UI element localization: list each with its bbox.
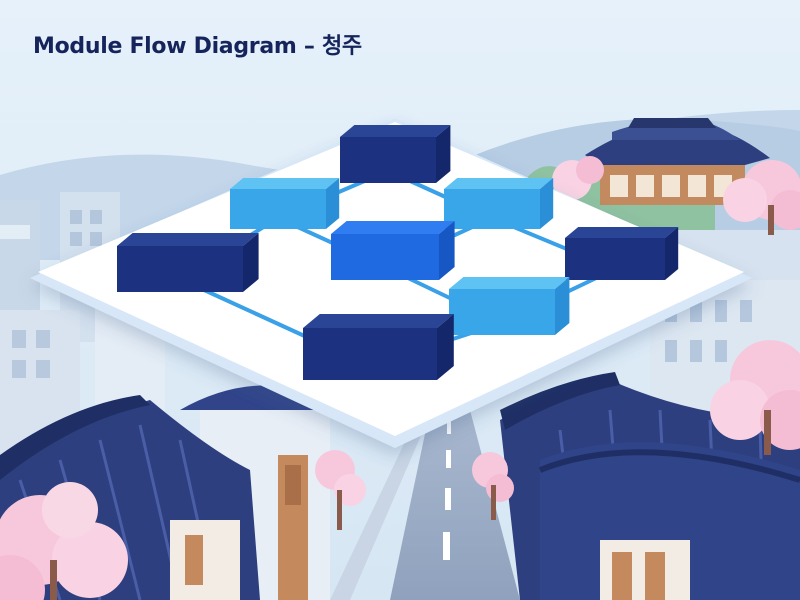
node-top bbox=[340, 125, 451, 183]
node-right bbox=[565, 227, 679, 280]
node-upper-right bbox=[444, 178, 554, 229]
hanok-pavilion bbox=[585, 118, 770, 205]
node-lower-right bbox=[449, 277, 570, 335]
node-upper-left bbox=[230, 178, 340, 229]
road-edge bbox=[330, 410, 432, 600]
cherry-tree-right-front bbox=[710, 340, 800, 455]
road bbox=[390, 410, 520, 600]
cherry-tree-road bbox=[315, 450, 514, 530]
page-title: Module Flow Diagram – 청주 bbox=[33, 34, 362, 59]
cherry-tree-right-back bbox=[723, 160, 800, 235]
road-markings bbox=[443, 420, 451, 560]
cherry-tree-mid-back bbox=[552, 156, 604, 200]
node-center bbox=[331, 221, 455, 280]
cherry-tree-left-front bbox=[0, 482, 128, 600]
diagram-nodes bbox=[117, 125, 679, 380]
node-bottom bbox=[303, 314, 454, 380]
node-left bbox=[117, 233, 259, 292]
